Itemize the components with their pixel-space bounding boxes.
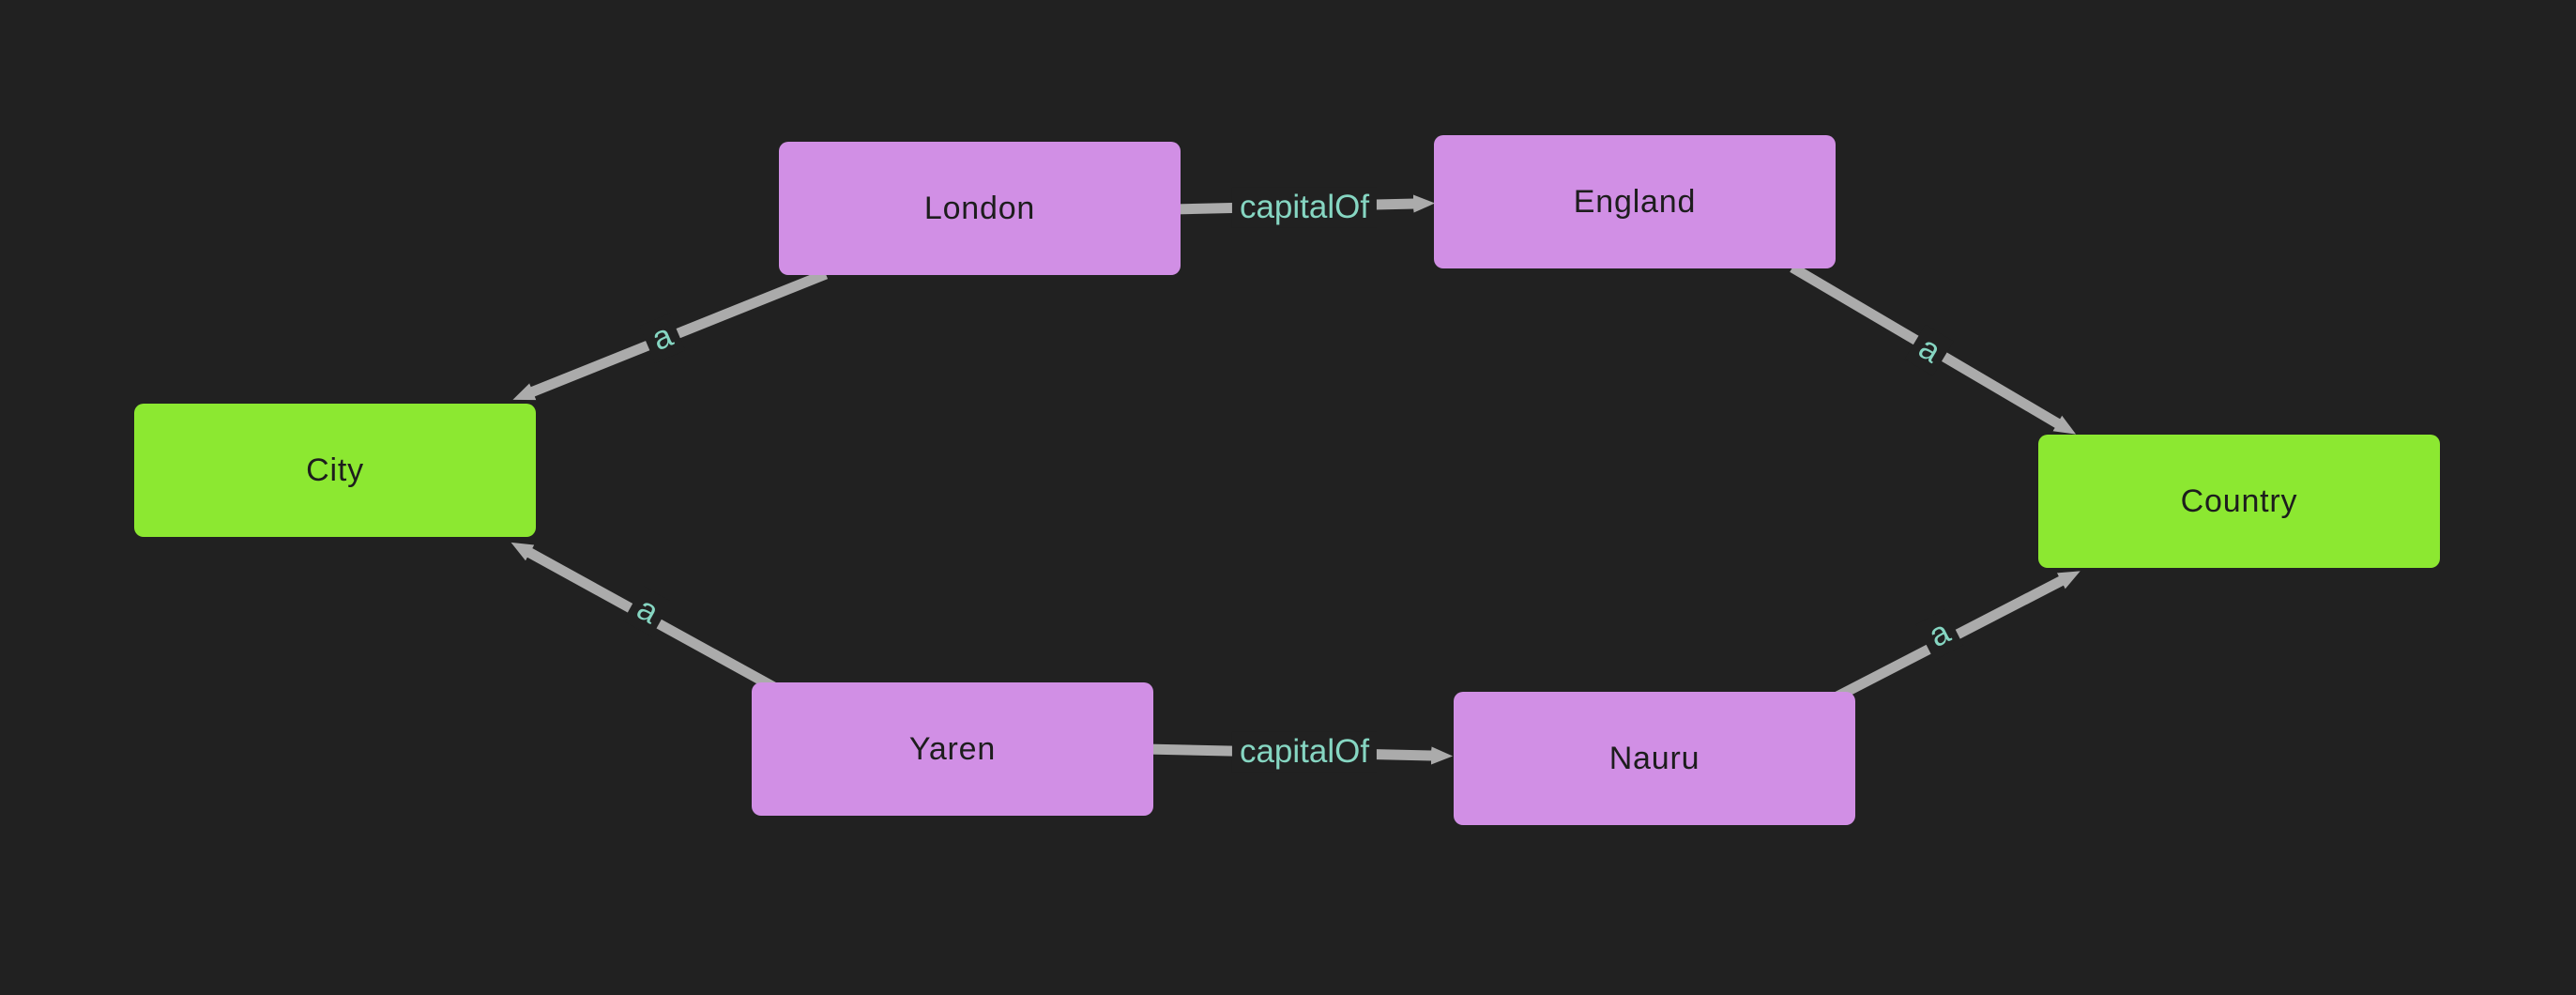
node-nauru-label: Nauru bbox=[1608, 740, 1700, 776]
node-city: City bbox=[134, 404, 536, 537]
node-yaren-label: Yaren bbox=[908, 730, 997, 767]
node-london-label: London bbox=[923, 190, 1036, 226]
edge-label-yaren-nauru: capitalOf bbox=[1231, 731, 1378, 773]
node-city-label: City bbox=[306, 452, 364, 488]
node-yaren: Yaren bbox=[752, 682, 1153, 816]
node-country: Country bbox=[2038, 435, 2440, 568]
edge-label-london-england: capitalOf bbox=[1231, 187, 1378, 228]
node-london: London bbox=[779, 142, 1181, 275]
node-england-label: England bbox=[1573, 183, 1697, 220]
node-country-label: Country bbox=[2180, 482, 2298, 519]
node-nauru: Nauru bbox=[1454, 692, 1855, 825]
node-england: England bbox=[1434, 135, 1836, 268]
